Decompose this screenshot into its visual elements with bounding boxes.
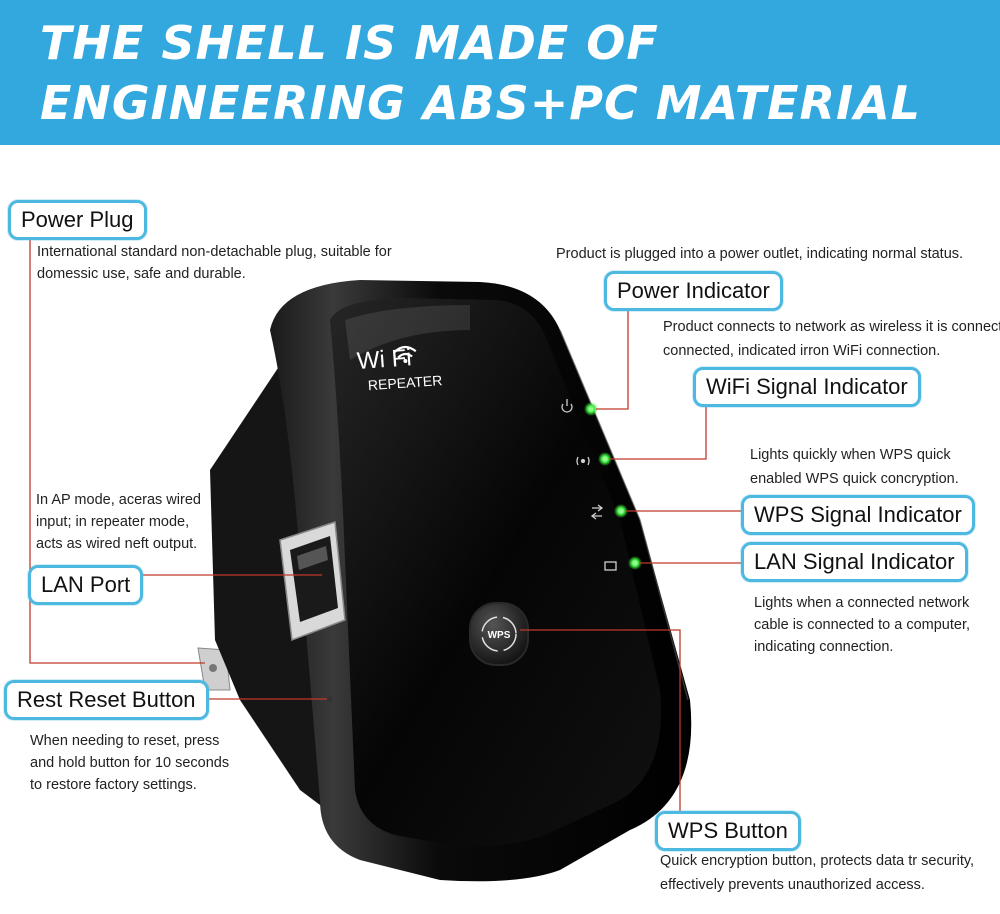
power-led — [584, 402, 598, 416]
wifi-indicator-description-line-1: Product connects to network as wireless … — [663, 319, 1000, 335]
wps-led — [614, 504, 628, 518]
lan-led — [628, 556, 642, 570]
power-plug-label: Power Plug — [8, 200, 147, 240]
wps-button-description-line-1: Quick encryption button, protects data t… — [660, 853, 975, 869]
reset-pinhole — [327, 696, 333, 702]
title-banner: THE SHELL IS MADE OF ENGINEERING ABS+PC … — [0, 0, 1000, 145]
wifi-indicator-label: WiFi Signal Indicator — [693, 367, 921, 407]
wps-indicator-description-line-2: enabled WPS quick concryption. — [750, 471, 959, 487]
wifi-icon — [393, 345, 417, 363]
lan-port-socket — [279, 520, 346, 642]
wifi-logo: Wi Fi REPEATER — [356, 344, 443, 393]
wireless-signal-icon — [576, 456, 590, 466]
wifi-led — [598, 452, 612, 466]
banner-title-line-1: THE SHELL IS MADE OF — [40, 16, 659, 70]
wps-indicator-description-line-1: Lights quickly when WPS quick — [750, 447, 951, 463]
wps-button-label: WPS Button — [655, 811, 801, 851]
lan-port-label: LAN Port — [28, 565, 144, 605]
power-indicator-description: Product is plugged into a power outlet, … — [556, 246, 964, 262]
reset-button-label: Rest Reset Button — [4, 680, 209, 720]
device-model-text: REPEATER — [367, 372, 442, 393]
power-icon — [561, 399, 573, 413]
wps-button-text: WPS — [488, 630, 511, 641]
device-brand-text: Wi Fi — [356, 344, 412, 375]
wifi-indicator-description-line-2: connected, indicated irron WiFi connecti… — [663, 343, 941, 359]
lan-port-description: In AP mode, aceras wired input; in repea… — [36, 492, 201, 552]
lan-icon — [604, 561, 617, 571]
reset-button-description: When needing to reset, press and hold bu… — [30, 733, 230, 793]
lan-indicator-label: LAN Signal Indicator — [741, 542, 968, 582]
power-plug-prongs — [197, 647, 231, 691]
wps-button-description-line-2: effectively prevents unauthorized access… — [660, 877, 925, 893]
power-indicator-label: Power Indicator — [604, 271, 783, 311]
device-front-face — [330, 298, 661, 847]
leader-lines — [29, 237, 745, 818]
wps-physical-button: WPS — [469, 602, 529, 666]
wps-indicator-label: WPS Signal Indicator — [741, 495, 975, 535]
wps-arrows-icon — [590, 504, 604, 520]
lan-indicator-description: Lights when a connected network cable is… — [754, 595, 971, 655]
banner-title-line-2: ENGINEERING ABS+PC MATERIAL — [40, 76, 921, 130]
power-plug-description: International standard non-detachable pl… — [37, 244, 392, 282]
